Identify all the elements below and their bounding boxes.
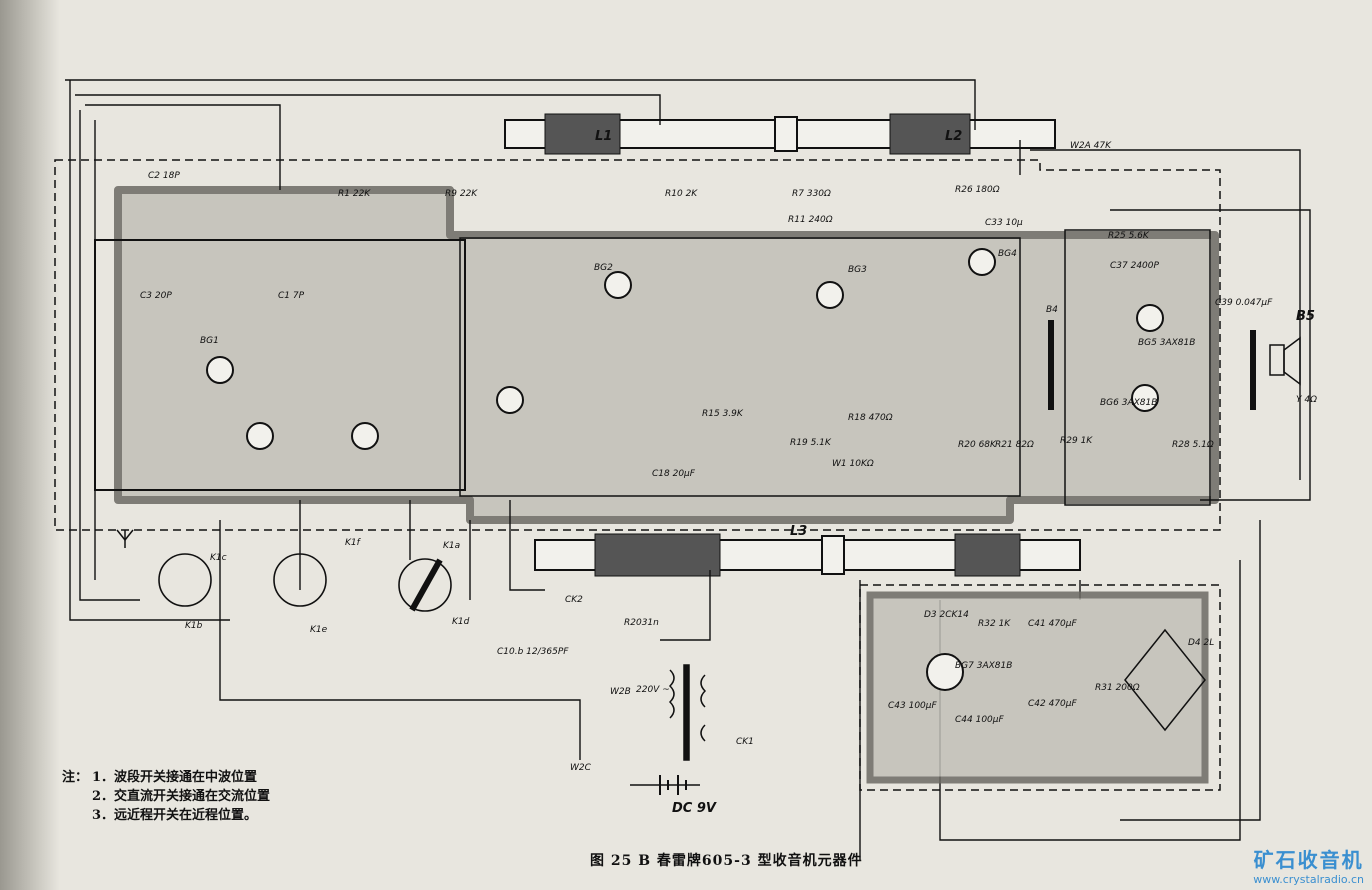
figure-caption: 图 25 B 春雷牌605-3 型收音机元器件 bbox=[590, 853, 863, 869]
note-number: 2． bbox=[92, 789, 115, 804]
label-r1: R1 22K bbox=[338, 189, 371, 199]
label-r32: R32 1K bbox=[978, 619, 1011, 629]
watermark-title: 矿石收音机 bbox=[1253, 848, 1364, 872]
label-r25: R25 5.6K bbox=[1108, 231, 1150, 241]
page-shadow bbox=[0, 0, 60, 890]
label-bg4: BG4 bbox=[998, 249, 1017, 259]
note-line-1: 注： 1． 波段开关接通在中波位置 bbox=[62, 768, 362, 787]
label-bg3: BG3 bbox=[848, 265, 867, 275]
label-r15: R15 3.9K bbox=[702, 409, 744, 419]
label-r2031: R2031n bbox=[624, 618, 659, 628]
label-d4: D4 2L bbox=[1188, 638, 1214, 648]
label-d3: D3 2CK14 bbox=[924, 610, 969, 620]
label-r7: R7 330Ω bbox=[792, 189, 831, 199]
label-c3: C3 20P bbox=[140, 291, 172, 301]
label-ck1: CK1 bbox=[736, 737, 754, 747]
antenna bbox=[116, 529, 134, 548]
label-k1d: K1d bbox=[452, 617, 470, 627]
label-ck2: CK2 bbox=[565, 595, 583, 605]
label-r9: R9 22K bbox=[445, 189, 478, 199]
notes-heading: 注： bbox=[62, 770, 89, 785]
label-l3: L3 bbox=[790, 524, 807, 539]
label-c44: C44 100μF bbox=[955, 715, 1005, 725]
note-text: 远近程开关在近程位置。 bbox=[114, 808, 258, 823]
label-c10: C10.b 12/365PF bbox=[497, 647, 569, 657]
label-w2b: W2B bbox=[610, 687, 631, 697]
label-c41: C41 470μF bbox=[1028, 619, 1078, 629]
main-board bbox=[54, 159, 1221, 531]
note-line-3: 3． 远近程开关在近程位置。 bbox=[62, 806, 362, 825]
label-c39: C39 0.047μF bbox=[1215, 298, 1273, 308]
label-c37: C37 2400P bbox=[1110, 261, 1160, 271]
watermark-url: www.crystalradio.cn bbox=[1253, 873, 1364, 886]
battery bbox=[659, 775, 687, 795]
label-l1: L1 bbox=[595, 129, 612, 144]
ferrite-rod-bottom bbox=[534, 533, 1081, 577]
label-bg6: BG6 3AX81B bbox=[1100, 398, 1157, 408]
label-k1f: K1f bbox=[345, 538, 362, 548]
label-k1e: K1e bbox=[310, 625, 328, 635]
output-transformer bbox=[1048, 320, 1301, 410]
wiring bbox=[65, 79, 1311, 860]
label-b5: B5 bbox=[1296, 309, 1315, 324]
label-r11: R11 240Ω bbox=[788, 215, 833, 225]
component-labels: L1 L2 L3 W2A 47K R1 22K R9 22K R10 2K R7… bbox=[140, 129, 1317, 816]
label-bg2: BG2 bbox=[594, 263, 613, 273]
label-w2c: W2C bbox=[570, 763, 592, 773]
power-transformer bbox=[668, 664, 707, 761]
label-r28: R28 5.1Ω bbox=[1172, 440, 1214, 450]
label-k1c: K1c bbox=[210, 553, 227, 563]
note-number: 3． bbox=[92, 808, 115, 823]
label-r20: R20 68K bbox=[958, 440, 997, 450]
label-r31: R31 200Ω bbox=[1095, 683, 1140, 693]
note-number: 1． bbox=[92, 770, 115, 785]
label-ac220: 220V ~ bbox=[636, 685, 670, 695]
label-b4: B4 bbox=[1046, 305, 1058, 315]
label-r19: R19 5.1K bbox=[790, 438, 832, 448]
label-bg1: BG1 bbox=[200, 336, 219, 346]
label-dc9v: DC 9V bbox=[672, 801, 717, 816]
band-switches bbox=[158, 553, 452, 612]
label-c2: C2 18P bbox=[148, 171, 180, 181]
label-w2a: W2A 47K bbox=[1070, 141, 1112, 151]
label-r26: R26 180Ω bbox=[955, 185, 1000, 195]
label-r10: R10 2K bbox=[665, 189, 698, 199]
label-r29: R29 1K bbox=[1060, 436, 1093, 446]
note-text: 波段开关接通在中波位置 bbox=[114, 770, 258, 785]
label-l2: L2 bbox=[945, 129, 962, 144]
label-k1a: K1a bbox=[443, 541, 460, 551]
label-r18: R18 470Ω bbox=[848, 413, 893, 423]
label-c1: C1 7P bbox=[278, 291, 305, 301]
label-c43: C43 100μF bbox=[888, 701, 938, 711]
label-bg7: BG7 3AX81B bbox=[955, 661, 1012, 671]
watermark: 矿石收音机 www.crystalradio.cn bbox=[1253, 844, 1364, 886]
power-supply-board bbox=[859, 584, 1221, 791]
note-text: 交直流开关接通在交流位置 bbox=[114, 789, 271, 804]
label-r21: R21 82Ω bbox=[995, 440, 1034, 450]
notes-block: 注： 1． 波段开关接通在中波位置 2． 交直流开关接通在交流位置 3． 远近程… bbox=[62, 768, 362, 825]
label-c33: C33 10μ bbox=[985, 218, 1023, 228]
note-line-2: 2． 交直流开关接通在交流位置 bbox=[62, 787, 362, 806]
ferrite-rod-top bbox=[504, 113, 1056, 155]
label-c42: C42 470μF bbox=[1028, 699, 1078, 709]
label-bg5: BG5 3AX81B bbox=[1138, 338, 1195, 348]
label-c18: C18 20μF bbox=[652, 469, 696, 479]
label-k1b: K1b bbox=[185, 621, 203, 631]
transistors bbox=[206, 248, 1164, 450]
label-y: Y 4Ω bbox=[1296, 395, 1317, 405]
label-w1: W1 10KΩ bbox=[832, 459, 874, 469]
